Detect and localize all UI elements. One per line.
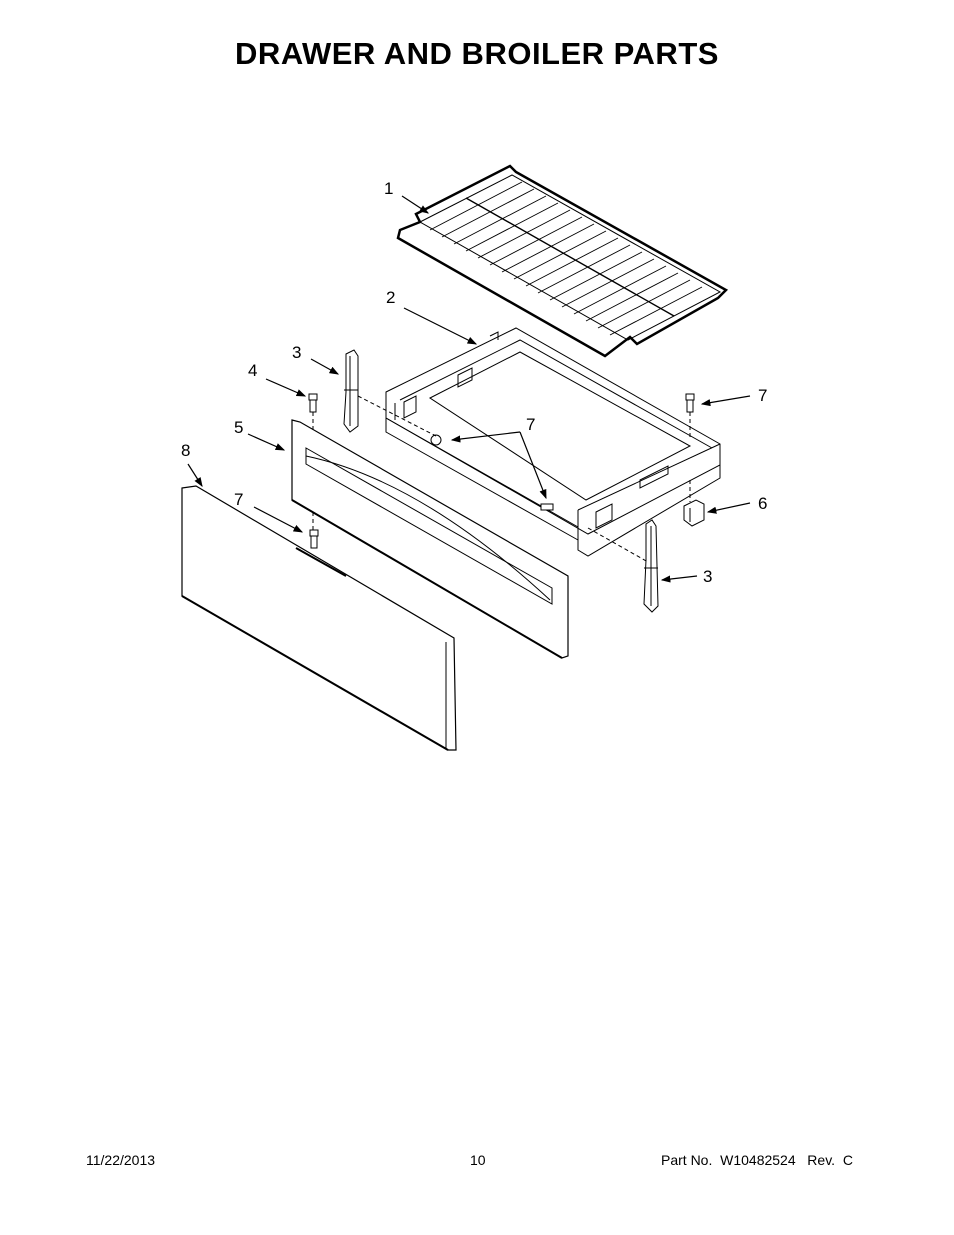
footer-part-text: Part No. W10482524 Rev. C [661,1152,853,1168]
callout-2: 2 [386,288,395,307]
drawer-box [385,327,721,557]
callout-4: 4 [248,361,257,380]
page-title: DRAWER AND BROILER PARTS [235,36,719,71]
drawer-inner-panel [291,419,569,659]
bolt-part-4 [308,393,318,413]
callout-1: 1 [384,179,393,198]
callout-5: 5 [234,418,243,437]
footer-page-number: 10 [470,1152,486,1168]
drawer-rail-right [643,519,659,613]
callout-3-left: 3 [292,343,301,362]
footer-part-number: Part No. W10482524 Rev. C [661,1152,853,1168]
clip-part-6 [683,499,705,527]
footer-date: 11/22/2013 [86,1152,156,1168]
callout-6: 6 [758,494,767,513]
alignment-lines [312,395,691,563]
callout-7-front: 7 [234,490,243,509]
leader-arrows [187,195,751,583]
callout-8: 8 [181,441,190,460]
broiler-rack [396,164,729,358]
drawer-rail-left [343,349,359,433]
callout-3-right: 3 [703,567,712,586]
callout-7-right: 7 [758,386,767,405]
callout-7-drawer: 7 [526,415,535,434]
screw-right [685,393,695,413]
screws-drawer [430,434,554,511]
screw-front [309,529,319,549]
